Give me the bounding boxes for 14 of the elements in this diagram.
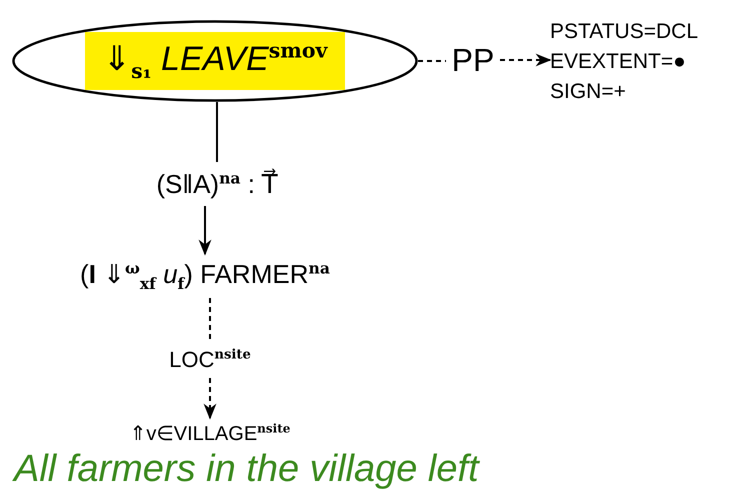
formula-label: SIGN=+ xyxy=(550,79,626,106)
dashed-arrow xyxy=(204,378,216,420)
dashed-arrow xyxy=(500,54,552,66)
formula-label: PSTATUS=DCL xyxy=(550,18,698,45)
formula-label: PP xyxy=(452,41,494,80)
arrow xyxy=(198,206,212,256)
formula-label: (S‖A)$^{na}$ : T⃗ xyxy=(156,168,278,200)
formula-label: EVEXTENT=● xyxy=(550,48,686,75)
formula-label: LOC$^{nsite}$ xyxy=(169,346,251,374)
highlighted-formula: ⇓$_{s₁}$ LEAVE$^{smov}$ xyxy=(84,32,346,90)
formula-label: ⇑v∈VILLAGE$^{nsite}$ xyxy=(130,421,290,447)
formula-label: (I ⇓$^{ω}$$_{xf}$ u$_{f}$) FARMER$^{na}$ xyxy=(80,258,330,294)
ellipse-node xyxy=(12,20,418,102)
caption: All farmers in the village left xyxy=(14,448,479,491)
